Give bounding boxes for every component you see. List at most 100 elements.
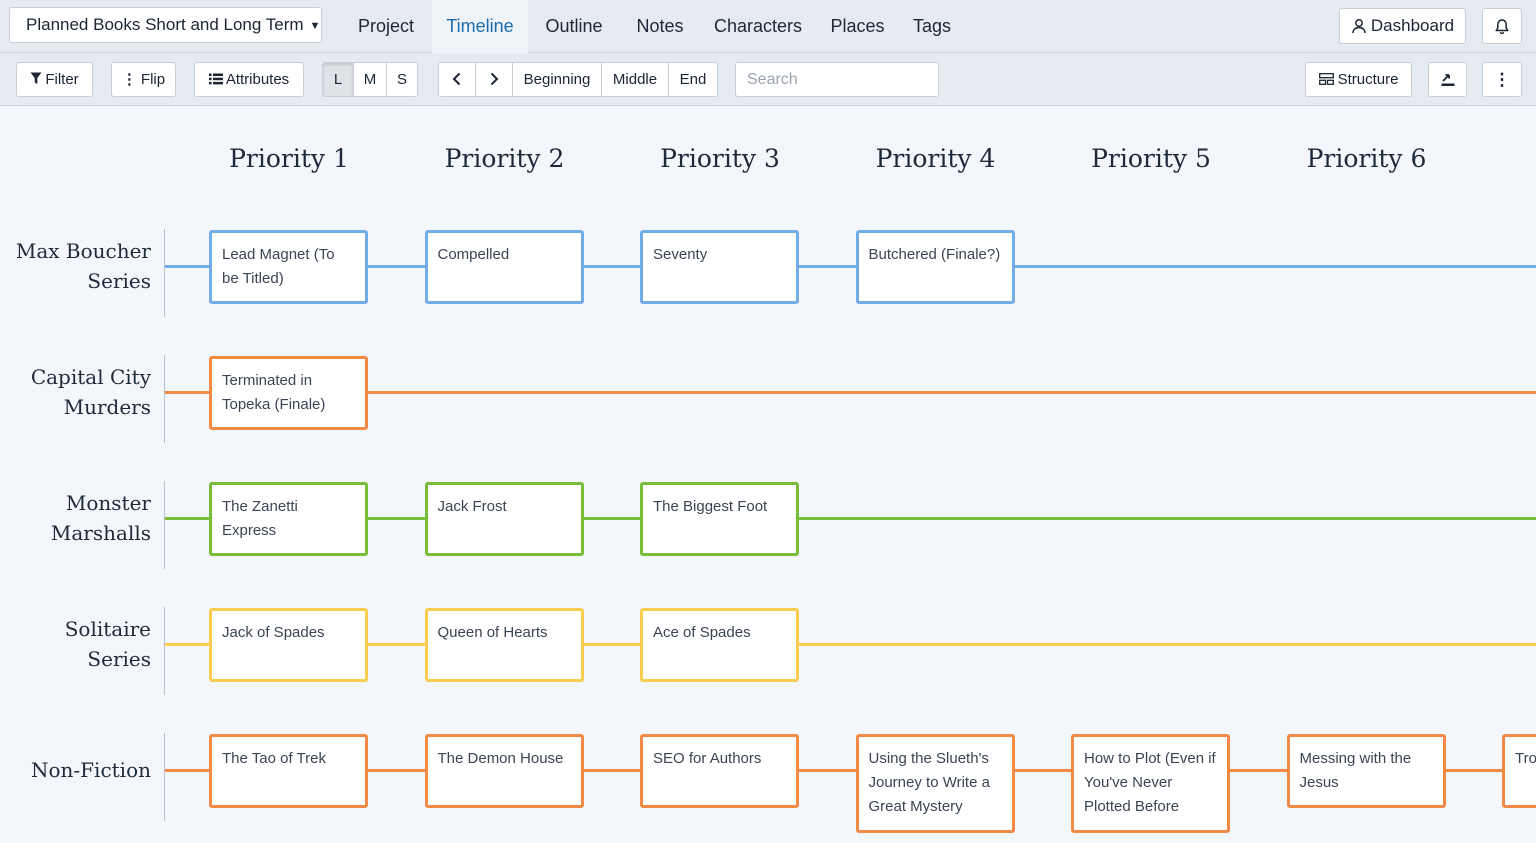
vertical-dots-icon: ⋮ (121, 71, 137, 88)
dashboard-label: Dashboard (1370, 16, 1455, 35)
attributes-button[interactable]: Attributes (194, 62, 304, 97)
column-header[interactable]: Priority 3 (660, 144, 780, 173)
card-title: Compelled (437, 246, 510, 263)
card-title: Tro Cas (1515, 750, 1536, 767)
dashboard-button[interactable]: Dashboard (1339, 8, 1466, 44)
search-input[interactable] (735, 62, 939, 97)
toolbar: Filter ⋮Flip Attributes L M S Beginning … (0, 53, 1536, 106)
tab-project[interactable]: Project (357, 16, 415, 36)
timeline-card[interactable]: Seventy (640, 230, 799, 304)
column-header[interactable]: Priority 5 (1091, 144, 1211, 173)
timeline-card[interactable]: The Biggest Foot (640, 482, 799, 556)
export-icon (1441, 74, 1454, 86)
project-selector-label: Planned Books Short and Long Term (26, 15, 304, 34)
scroll-right-button[interactable] (475, 62, 513, 97)
scroll-beginning-button[interactable]: Beginning (512, 62, 602, 97)
timeline-card[interactable]: Messing with the Jesus (1286, 734, 1446, 808)
attributes-label: Attributes (225, 71, 290, 88)
card-title: The Demon House (437, 750, 564, 767)
row-divider (164, 481, 165, 569)
row-connector-line (165, 265, 1536, 268)
flip-button[interactable]: ⋮Flip (111, 62, 176, 97)
column-header[interactable]: Priority 1 (229, 144, 349, 173)
column-header[interactable]: Priority 2 (444, 144, 565, 173)
tab-timeline[interactable]: Timeline (432, 0, 528, 53)
timeline-card[interactable]: Jack Frost (424, 482, 584, 556)
timeline-card[interactable]: The Tao of Trek (209, 734, 368, 808)
timeline-card[interactable]: Using the Slueth's Journey to Write a Gr… (855, 734, 1015, 833)
filter-icon (30, 72, 42, 84)
card-title: Butchered (Finale?) (868, 246, 1001, 263)
row-label[interactable]: Monster Marshalls (50, 491, 151, 545)
card-title: Jack Frost (437, 498, 507, 515)
row-label[interactable]: Solitaire Series (64, 617, 151, 671)
filter-label: Filter (45, 71, 79, 88)
list-icon (208, 73, 223, 85)
card-title: How to Plot (Even if You've Never Plotte… (1084, 750, 1216, 815)
card-title: Ace of Spades (653, 624, 751, 641)
more-vertical-icon: ⋮ (1493, 70, 1511, 89)
card-title: The Zanetti Express (222, 498, 298, 539)
column-header[interactable]: Priority 6 (1306, 144, 1427, 173)
structure-button[interactable]: Structure (1305, 62, 1412, 97)
export-button[interactable] (1428, 62, 1467, 97)
tab-places[interactable]: Places (830, 16, 885, 36)
row-divider (164, 733, 165, 821)
timeline-card[interactable]: The Demon House (424, 734, 584, 808)
size-medium-button[interactable]: M (353, 62, 387, 97)
notifications-button[interactable] (1482, 8, 1522, 44)
project-selector[interactable]: Planned Books Short and Long Term ▼ (9, 7, 322, 43)
scroll-navigation-group: Beginning Middle End (438, 62, 718, 97)
size-large-button[interactable]: L (322, 62, 354, 97)
tab-tags[interactable]: Tags (912, 16, 952, 36)
row-divider (164, 607, 165, 695)
card-title: Jack of Spades (222, 624, 325, 641)
size-toggle-group: L M S (322, 62, 418, 97)
timeline-card[interactable]: How to Plot (Even if You've Never Plotte… (1071, 734, 1230, 833)
scroll-left-button[interactable] (438, 62, 476, 97)
caret-down-icon: ▼ (309, 20, 321, 32)
column-header[interactable]: P (1474, 144, 1536, 173)
more-options-button[interactable]: ⋮ (1482, 62, 1522, 97)
filter-button[interactable]: Filter (16, 62, 93, 97)
row-connector-line (165, 517, 1536, 520)
row-connector-line (165, 391, 1536, 394)
timeline-card[interactable]: SEO for Authors (640, 734, 799, 808)
card-title: Queen of Hearts (437, 624, 548, 641)
tab-notes[interactable]: Notes (636, 16, 684, 36)
scroll-end-button[interactable]: End (668, 62, 718, 97)
tab-characters[interactable]: Characters (713, 16, 803, 36)
structure-label: Structure (1337, 71, 1399, 88)
top-nav: Planned Books Short and Long Term ▼ Proje… (0, 0, 1536, 53)
structure-icon (1318, 73, 1334, 85)
row-label[interactable]: Max Boucher Series (15, 239, 151, 293)
card-title: SEO for Authors (653, 750, 762, 767)
timeline-card[interactable]: Tro Cas (1502, 734, 1536, 808)
column-header[interactable]: Priority 4 (875, 144, 996, 173)
timeline-card[interactable]: Jack of Spades (209, 608, 368, 682)
timeline-card[interactable]: The Zanetti Express (209, 482, 368, 556)
card-title: Seventy (653, 246, 708, 263)
scroll-middle-button[interactable]: Middle (601, 62, 669, 97)
chevron-left-icon (452, 72, 461, 86)
timeline-card[interactable]: Ace of Spades (640, 608, 799, 682)
timeline-card[interactable]: Queen of Hearts (424, 608, 584, 682)
timeline-card[interactable]: Terminated in Topeka (Finale) (209, 356, 368, 430)
timeline-card[interactable]: Butchered (Finale?) (855, 230, 1015, 304)
row-connector-line (165, 769, 1536, 772)
row-connector-line (165, 643, 1536, 646)
row-label[interactable]: Non-Fiction (30, 758, 151, 782)
timeline-grid: Priority 1 Priority 2 Priority 3 Priority 4… (0, 106, 1536, 843)
size-small-button[interactable]: S (386, 62, 418, 97)
row-label[interactable]: Capital City Murders (30, 365, 151, 419)
timeline-card[interactable]: Compelled (424, 230, 584, 304)
bell-icon (1495, 19, 1509, 35)
tab-outline[interactable]: Outline (545, 16, 603, 36)
flip-label: Flip (140, 71, 166, 88)
user-icon (1352, 19, 1366, 34)
chevron-right-icon (490, 72, 499, 86)
row-divider (164, 355, 165, 443)
timeline-card[interactable]: Lead Magnet (To be Titled) (209, 230, 368, 304)
card-title: Using the Slueth's Journey to Write a Gr… (868, 750, 990, 815)
row-divider (164, 229, 165, 317)
